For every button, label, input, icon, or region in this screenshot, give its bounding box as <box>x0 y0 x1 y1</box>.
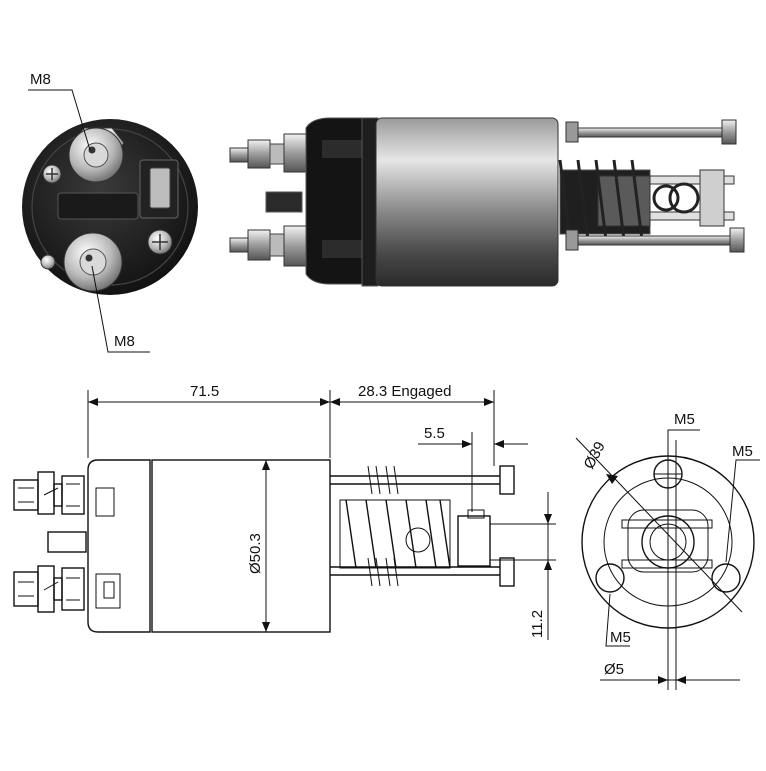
can-outline <box>151 459 331 633</box>
dim-offset-height: 11.2 <box>529 610 546 638</box>
upper-terminal <box>13 471 85 515</box>
dim-plunger-offset: 5.5 <box>424 425 445 442</box>
side-drawing <box>13 459 556 633</box>
label-m8-top: M8 <box>30 71 51 88</box>
cap-outline <box>87 459 151 633</box>
hole-left <box>595 563 625 593</box>
hole-right <box>711 563 741 593</box>
label-top-hole: M5 <box>674 411 695 428</box>
dimension-lines: 71.5 28.3 Engaged 5.5 Ø50.3 11.2 <box>87 383 552 640</box>
label-m8-bottom: M8 <box>114 333 135 350</box>
side-view-photo <box>229 117 745 287</box>
dim-body-diameter: Ø50.3 <box>247 533 264 574</box>
dim-engaged-travel: 28.3 Engaged <box>358 383 451 400</box>
screw-left <box>42 164 62 184</box>
can-body <box>375 117 559 287</box>
dim-plunger-diameter: Ø5 <box>604 661 624 678</box>
bottom-terminal-bolt <box>63 232 123 292</box>
label-left-hole: M5 <box>610 629 631 646</box>
screw-bottom-left <box>40 254 56 270</box>
end-view-photo: M8 M8 <box>22 71 198 353</box>
lower-terminal <box>13 565 85 613</box>
top-terminal-bolt <box>68 127 125 183</box>
label-right-hole: M5 <box>732 443 753 460</box>
dim-body-length: 71.5 <box>190 383 219 400</box>
screw-right <box>147 229 173 255</box>
end-drawing: Ø39 M5 M5 M5 Ø5 <box>575 411 760 690</box>
dim-bolt-circle: Ø39 <box>581 439 609 472</box>
